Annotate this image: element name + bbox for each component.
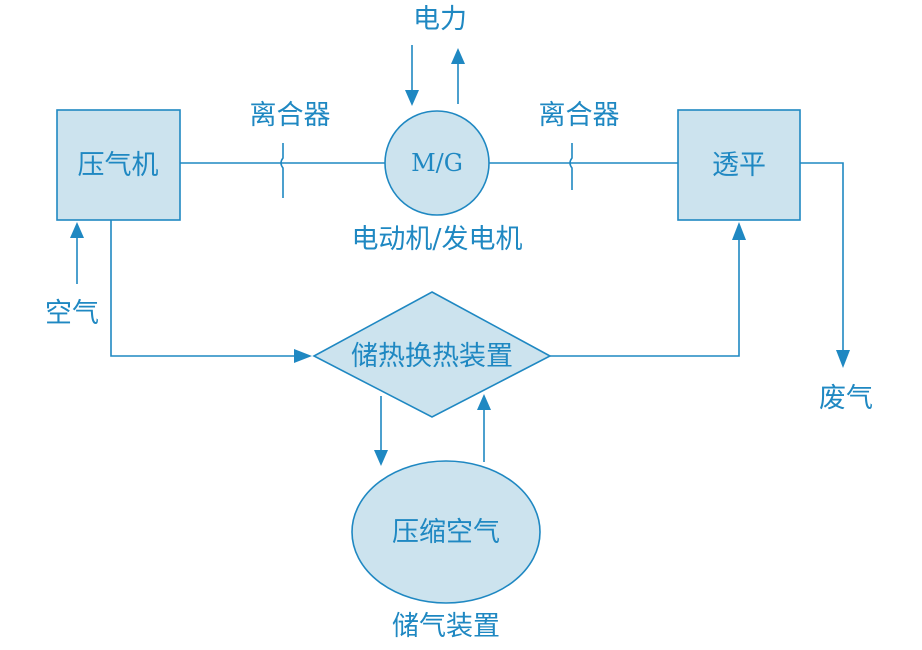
heat-storage-exchanger-label: 储热换热装置	[351, 341, 513, 372]
exchanger-to-turbine-line	[550, 238, 740, 357]
exchanger-to-turbine-arrowhead	[732, 222, 746, 240]
power-in-arrowhead	[405, 90, 419, 106]
clutch-left-symbol	[280, 143, 284, 198]
compressed-air-ellipse	[351, 460, 541, 604]
storage-to-exchanger-arrowhead	[477, 394, 491, 410]
exchanger-to-storage-arrowhead	[374, 450, 388, 466]
clutch-left-label: 离合器	[250, 100, 331, 131]
turbine-label: 透平	[712, 150, 766, 181]
turbine-exhaust-line	[800, 162, 844, 352]
turbine-box	[677, 109, 801, 221]
exhaust-label: 废气	[819, 383, 873, 414]
motor-generator-circle	[384, 110, 490, 216]
motor-generator-caption: 电动机/发电机	[351, 224, 522, 255]
turbine-exhaust-arrowhead	[836, 350, 850, 368]
air-label: 空气	[45, 298, 99, 329]
compressor-to-exchanger-arrowhead	[294, 349, 312, 363]
motor-generator-label: M/G	[411, 149, 463, 177]
power-label: 电力	[413, 4, 467, 35]
compressor-to-exchanger-line	[110, 220, 296, 357]
compressed-air-label: 压缩空气	[392, 517, 500, 548]
air-intake-arrowhead	[70, 222, 84, 238]
power-out-arrowhead	[451, 48, 465, 64]
clutch-right-label: 离合器	[539, 100, 620, 131]
heat-storage-exchanger-diamond	[312, 291, 552, 418]
gas-storage-caption: 储气装置	[392, 611, 500, 642]
compressor-box	[56, 109, 181, 221]
clutch-right-symbol	[569, 143, 573, 190]
compressor-label: 压气机	[78, 150, 159, 181]
